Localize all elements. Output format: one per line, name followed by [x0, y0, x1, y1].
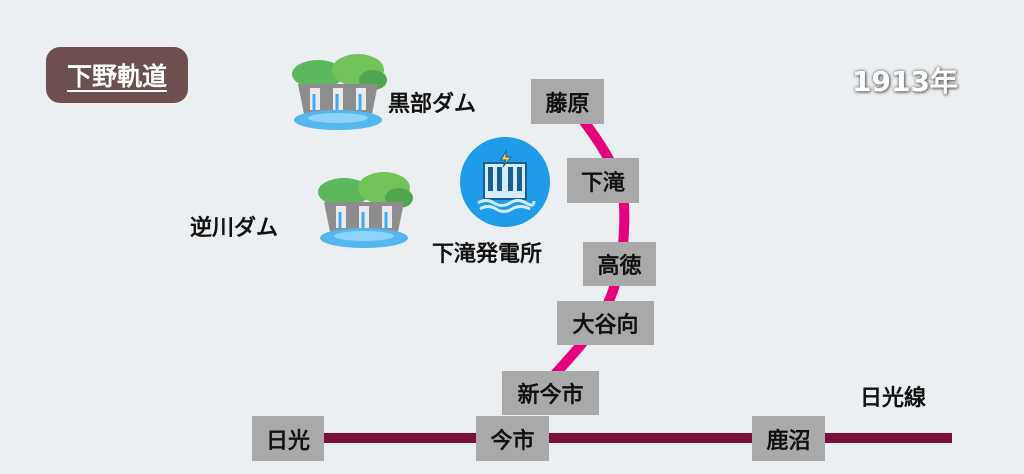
station-fujiwara[interactable]: 藤原	[531, 79, 604, 124]
dam-icon	[318, 172, 413, 248]
year-label: 1913年	[852, 65, 958, 98]
station-shimotaki[interactable]: 下滝	[567, 158, 639, 203]
map-title-badge: 下野軌道	[46, 47, 188, 103]
dam-kurobe-label: 黒部ダム	[388, 92, 477, 117]
dam-sakagawa-label: 逆川ダム	[190, 216, 279, 241]
hydro-power-plant-icon	[460, 137, 550, 227]
station-imaichi[interactable]: 今市	[476, 416, 549, 461]
dam-icon	[292, 54, 387, 130]
map-title: 下野軌道	[66, 62, 167, 91]
station-takatoku[interactable]: 高徳	[583, 242, 656, 286]
station-otanimuki[interactable]: 大谷向	[557, 301, 654, 345]
nikko-line-label: 日光線	[860, 386, 927, 411]
station-nikko[interactable]: 日光	[252, 416, 324, 461]
power-plant-label: 下滝発電所	[432, 242, 543, 267]
station-shin-imaichi[interactable]: 新今市	[502, 371, 599, 415]
station-kanuma[interactable]: 鹿沼	[752, 416, 825, 461]
